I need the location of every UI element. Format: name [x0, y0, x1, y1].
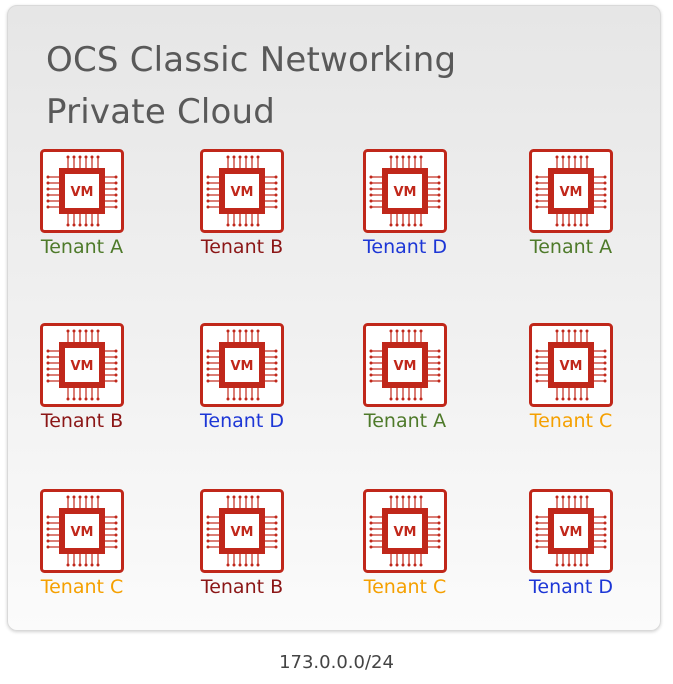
tenant-label: Tenant D	[200, 410, 284, 432]
vm-node: VM Tenant B	[182, 489, 302, 609]
panel-title-line-2: Private Cloud	[46, 92, 276, 132]
vm-chip-icon: VM	[363, 323, 447, 407]
vm-node: VM Tenant B	[22, 323, 142, 443]
tenant-label: Tenant D	[363, 236, 447, 258]
vm-node: VM Tenant D	[345, 149, 465, 269]
vm-node: VM Tenant D	[511, 489, 631, 609]
vm-chip-label: VM	[231, 185, 254, 200]
tenant-label: Tenant C	[529, 410, 613, 432]
tenant-label: Tenant A	[529, 236, 613, 258]
tenant-label: Tenant C	[40, 576, 124, 598]
vm-chip-label: VM	[394, 359, 417, 374]
vm-chip-icon: VM	[40, 149, 124, 233]
subnet-label: 173.0.0.0/24	[279, 652, 394, 673]
vm-node: VM Tenant A	[22, 149, 142, 269]
vm-chip-icon: VM	[200, 489, 284, 573]
tenant-label: Tenant B	[40, 410, 124, 432]
vm-node: VM Tenant A	[511, 149, 631, 269]
vm-node: VM Tenant A	[345, 323, 465, 443]
tenant-label: Tenant D	[529, 576, 613, 598]
tenant-label: Tenant B	[200, 236, 284, 258]
vm-chip-icon: VM	[363, 149, 447, 233]
vm-chip-label: VM	[71, 359, 94, 374]
vm-chip-icon: VM	[363, 489, 447, 573]
tenant-label: Tenant A	[363, 410, 447, 432]
vm-node: VM Tenant C	[345, 489, 465, 609]
tenant-label: Tenant C	[363, 576, 447, 598]
vm-node: VM Tenant B	[182, 149, 302, 269]
tenant-label: Tenant A	[40, 236, 124, 258]
vm-node: VM Tenant C	[511, 323, 631, 443]
vm-chip-icon: VM	[529, 489, 613, 573]
vm-chip-icon: VM	[40, 489, 124, 573]
panel-title: OCS Classic Networking Private Cloud	[46, 34, 456, 138]
private-cloud-panel: OCS Classic Networking Private Cloud VM T…	[7, 5, 661, 631]
vm-node: VM Tenant C	[22, 489, 142, 609]
vm-chip-icon: VM	[200, 323, 284, 407]
vm-chip-icon: VM	[529, 323, 613, 407]
vm-node: VM Tenant D	[182, 323, 302, 443]
tenant-label: Tenant B	[200, 576, 284, 598]
vm-chip-label: VM	[231, 359, 254, 374]
vm-chip-icon: VM	[529, 149, 613, 233]
vm-chip-label: VM	[560, 525, 583, 540]
vm-chip-label: VM	[560, 185, 583, 200]
vm-chip-label: VM	[71, 525, 94, 540]
vm-chip-icon: VM	[200, 149, 284, 233]
vm-chip-label: VM	[560, 359, 583, 374]
vm-chip-label: VM	[394, 525, 417, 540]
vm-chip-icon: VM	[40, 323, 124, 407]
vm-chip-label: VM	[394, 185, 417, 200]
panel-title-line-1: OCS Classic Networking	[46, 40, 457, 80]
vm-chip-label: VM	[231, 525, 254, 540]
vm-chip-label: VM	[71, 185, 94, 200]
